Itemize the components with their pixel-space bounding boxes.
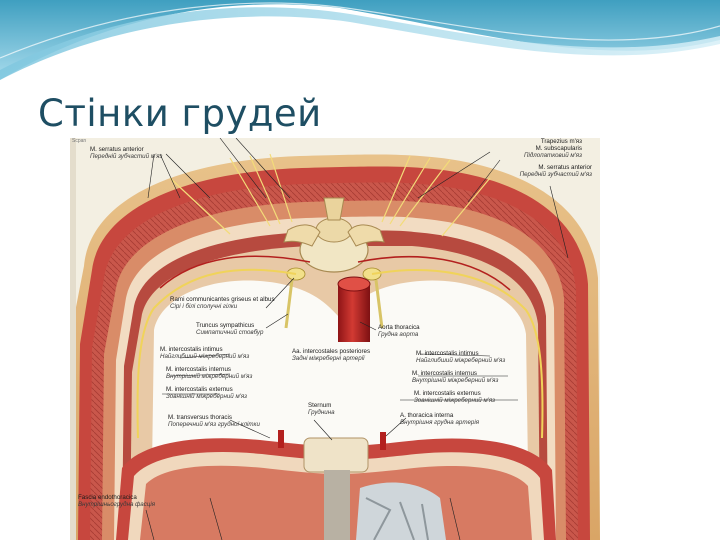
label-sternum: Sternum Груднина xyxy=(308,402,335,417)
label-serratus-anterior-right: M. serratus anterior Передній зубчастий … xyxy=(519,164,592,179)
label-intercostalis-externus-right: M. intercostalis externus Зовнішній міжр… xyxy=(414,390,496,405)
slide-title: Стінки грудей xyxy=(38,92,322,135)
anatomy-illustration: Scpan M. serratus anterior Передній зубч… xyxy=(70,138,600,540)
label-rami-communicantes: Rami communicantes griseus et albus Сірі… xyxy=(170,296,275,311)
label-intercostalis-intimus-left: M. intercostalis intimus Найглибший міжр… xyxy=(160,346,250,361)
label-transversus-thoracis: M. transversus thoracis Поперечний м'яз … xyxy=(168,414,260,429)
label-truncus-sympathicus: Truncus sympathicus Симпатичний стовбур xyxy=(196,322,264,337)
label-serratus-anterior-left: M. serratus anterior Передній зубчастий … xyxy=(90,146,163,161)
label-intercostalis-internus-right: M. intercostalis internus Внутрішній між… xyxy=(412,370,499,385)
header-wave-decoration xyxy=(0,0,720,80)
label-intercostalis-internus-left: M. intercostalis internus Внутрішній між… xyxy=(166,366,253,381)
label-intercostalis-intimus-right: M. intercostalis intimus Найглибший міжр… xyxy=(416,350,506,365)
label-fascia-endothoracica: Fascia endothoracica Внутрішньогрудна фа… xyxy=(78,494,156,509)
corner-mark: Scpan xyxy=(72,138,87,144)
label-trapezius-subscapularis: Trapezius m'яз M. subscapularis Підлопат… xyxy=(523,138,582,160)
label-a-thoracica-interna: A. thoracica interna Внутрішня грудна ар… xyxy=(400,412,480,427)
thoracic-wall-cross-section xyxy=(70,138,600,540)
label-aorta-thoracica: Aorta thoracica Грудна аорта xyxy=(378,324,420,339)
label-intercostalis-externus-left: M. intercostalis externus Зовнішній міжр… xyxy=(166,386,248,401)
label-aa-intercostales-posteriores: Aa. intercostales posteriores Задні міжр… xyxy=(292,348,371,363)
